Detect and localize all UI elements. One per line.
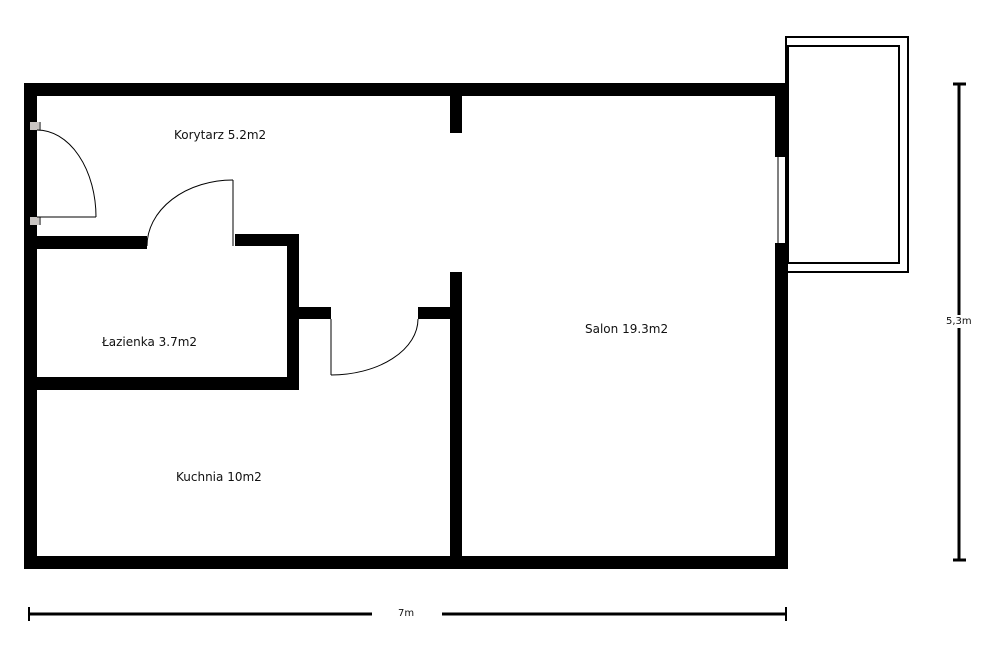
wall-top xyxy=(24,83,788,96)
wall-kitchen-stub-right xyxy=(418,307,450,319)
width-dimension-label: 7m xyxy=(396,607,417,620)
bathroom-door xyxy=(146,179,234,247)
door-hinge-bottom xyxy=(30,217,39,225)
kitchen-door xyxy=(330,318,419,376)
height-dimension-label: 5,3m xyxy=(944,315,974,328)
wall-bath-bottom xyxy=(24,377,299,390)
room-label-lazienka: Łazienka 3.7m2 xyxy=(102,335,198,349)
room-label-kuchnia: Kuchnia 10m2 xyxy=(176,470,262,484)
wall-center-lower xyxy=(450,272,462,569)
width-dimension-line xyxy=(28,607,787,621)
wall-bath-top-right xyxy=(235,234,299,246)
wall-bath-right xyxy=(287,234,299,390)
wall-left xyxy=(24,83,37,569)
wall-right-upper xyxy=(775,83,788,157)
wall-kitchen-stub-left xyxy=(299,307,331,319)
entrance-door xyxy=(30,122,97,225)
walls xyxy=(24,83,788,569)
balcony xyxy=(785,36,909,273)
wall-right-lower xyxy=(775,243,788,569)
room-label-salon: Salon 19.3m2 xyxy=(585,322,669,336)
wall-bottom xyxy=(24,556,788,569)
room-label-korytarz: Korytarz 5.2m2 xyxy=(174,128,267,142)
wall-center-stub xyxy=(450,83,462,133)
wall-bath-top-left xyxy=(24,236,147,249)
door-hinge-top xyxy=(30,122,39,130)
balcony-window xyxy=(777,157,787,243)
